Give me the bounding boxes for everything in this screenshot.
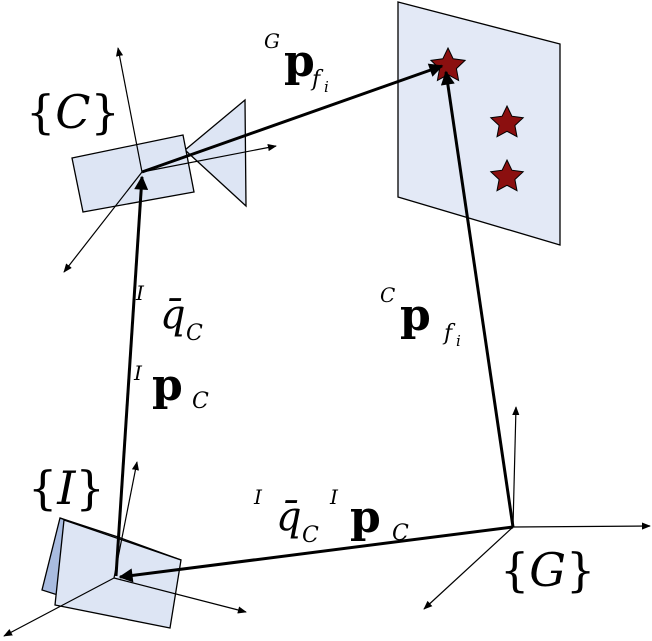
bottom-transform-label: I q̄ C I p C <box>253 485 409 548</box>
global-axes <box>423 406 651 610</box>
svg-text:f: f <box>442 321 456 346</box>
svg-text:C: C <box>380 283 395 307</box>
vector-global-to-feature <box>440 70 515 528</box>
camera-lens <box>184 98 247 208</box>
camera-axes <box>63 47 277 273</box>
svg-text:i: i <box>456 332 461 350</box>
svg-text:p: p <box>350 492 381 543</box>
vector-global-to-imu <box>118 525 514 583</box>
extrinsic-position-label: I p C <box>133 360 209 414</box>
imu-axis-right <box>113 577 247 614</box>
camera-body <box>71 98 247 213</box>
imu-frame-label: {I} <box>28 461 105 515</box>
imu-front-face <box>54 519 182 629</box>
camera-frame-label: {C} <box>26 85 120 139</box>
camera-feature-label: C p f i <box>380 283 461 350</box>
global-frame-label: {G} <box>500 543 595 597</box>
svg-text:C: C <box>392 521 409 546</box>
svg-text:G: G <box>264 29 280 53</box>
svg-text:p: p <box>152 360 183 411</box>
svg-text:I: I <box>133 361 143 385</box>
svg-text:I: I <box>135 281 145 305</box>
svg-text:q̄: q̄ <box>276 494 302 540</box>
imu-body <box>41 517 182 629</box>
svg-text:f: f <box>310 67 324 92</box>
global-axis-up <box>512 406 520 528</box>
svg-text:p: p <box>284 36 315 87</box>
imu-axis-down <box>3 577 115 637</box>
global-axis-right <box>512 522 651 530</box>
svg-text:C: C <box>302 523 319 548</box>
camera-axis-right <box>141 144 277 173</box>
svg-text:C: C <box>192 389 209 414</box>
svg-text:p: p <box>400 290 431 341</box>
global-axis-down <box>423 526 514 610</box>
feature-plane <box>397 1 561 246</box>
global-feature-label: G p f i <box>264 29 329 96</box>
vector-imu-to-camera <box>114 175 149 577</box>
svg-text:q̄: q̄ <box>160 292 186 338</box>
image-plane <box>397 1 561 246</box>
svg-text:i: i <box>324 78 329 96</box>
feature-star-middle <box>489 104 525 138</box>
svg-text:C: C <box>186 321 203 346</box>
svg-text:I: I <box>329 485 339 509</box>
vectors <box>114 63 515 583</box>
camera-box <box>71 134 195 213</box>
extrinsic-rotation-label: I q̄ C <box>135 281 203 346</box>
feature-star-bottom <box>489 158 525 192</box>
camera-axis-up <box>116 47 143 173</box>
camera-axis-down <box>63 171 143 273</box>
svg-text:I: I <box>253 485 263 509</box>
vector-camera-to-feature <box>141 63 444 174</box>
